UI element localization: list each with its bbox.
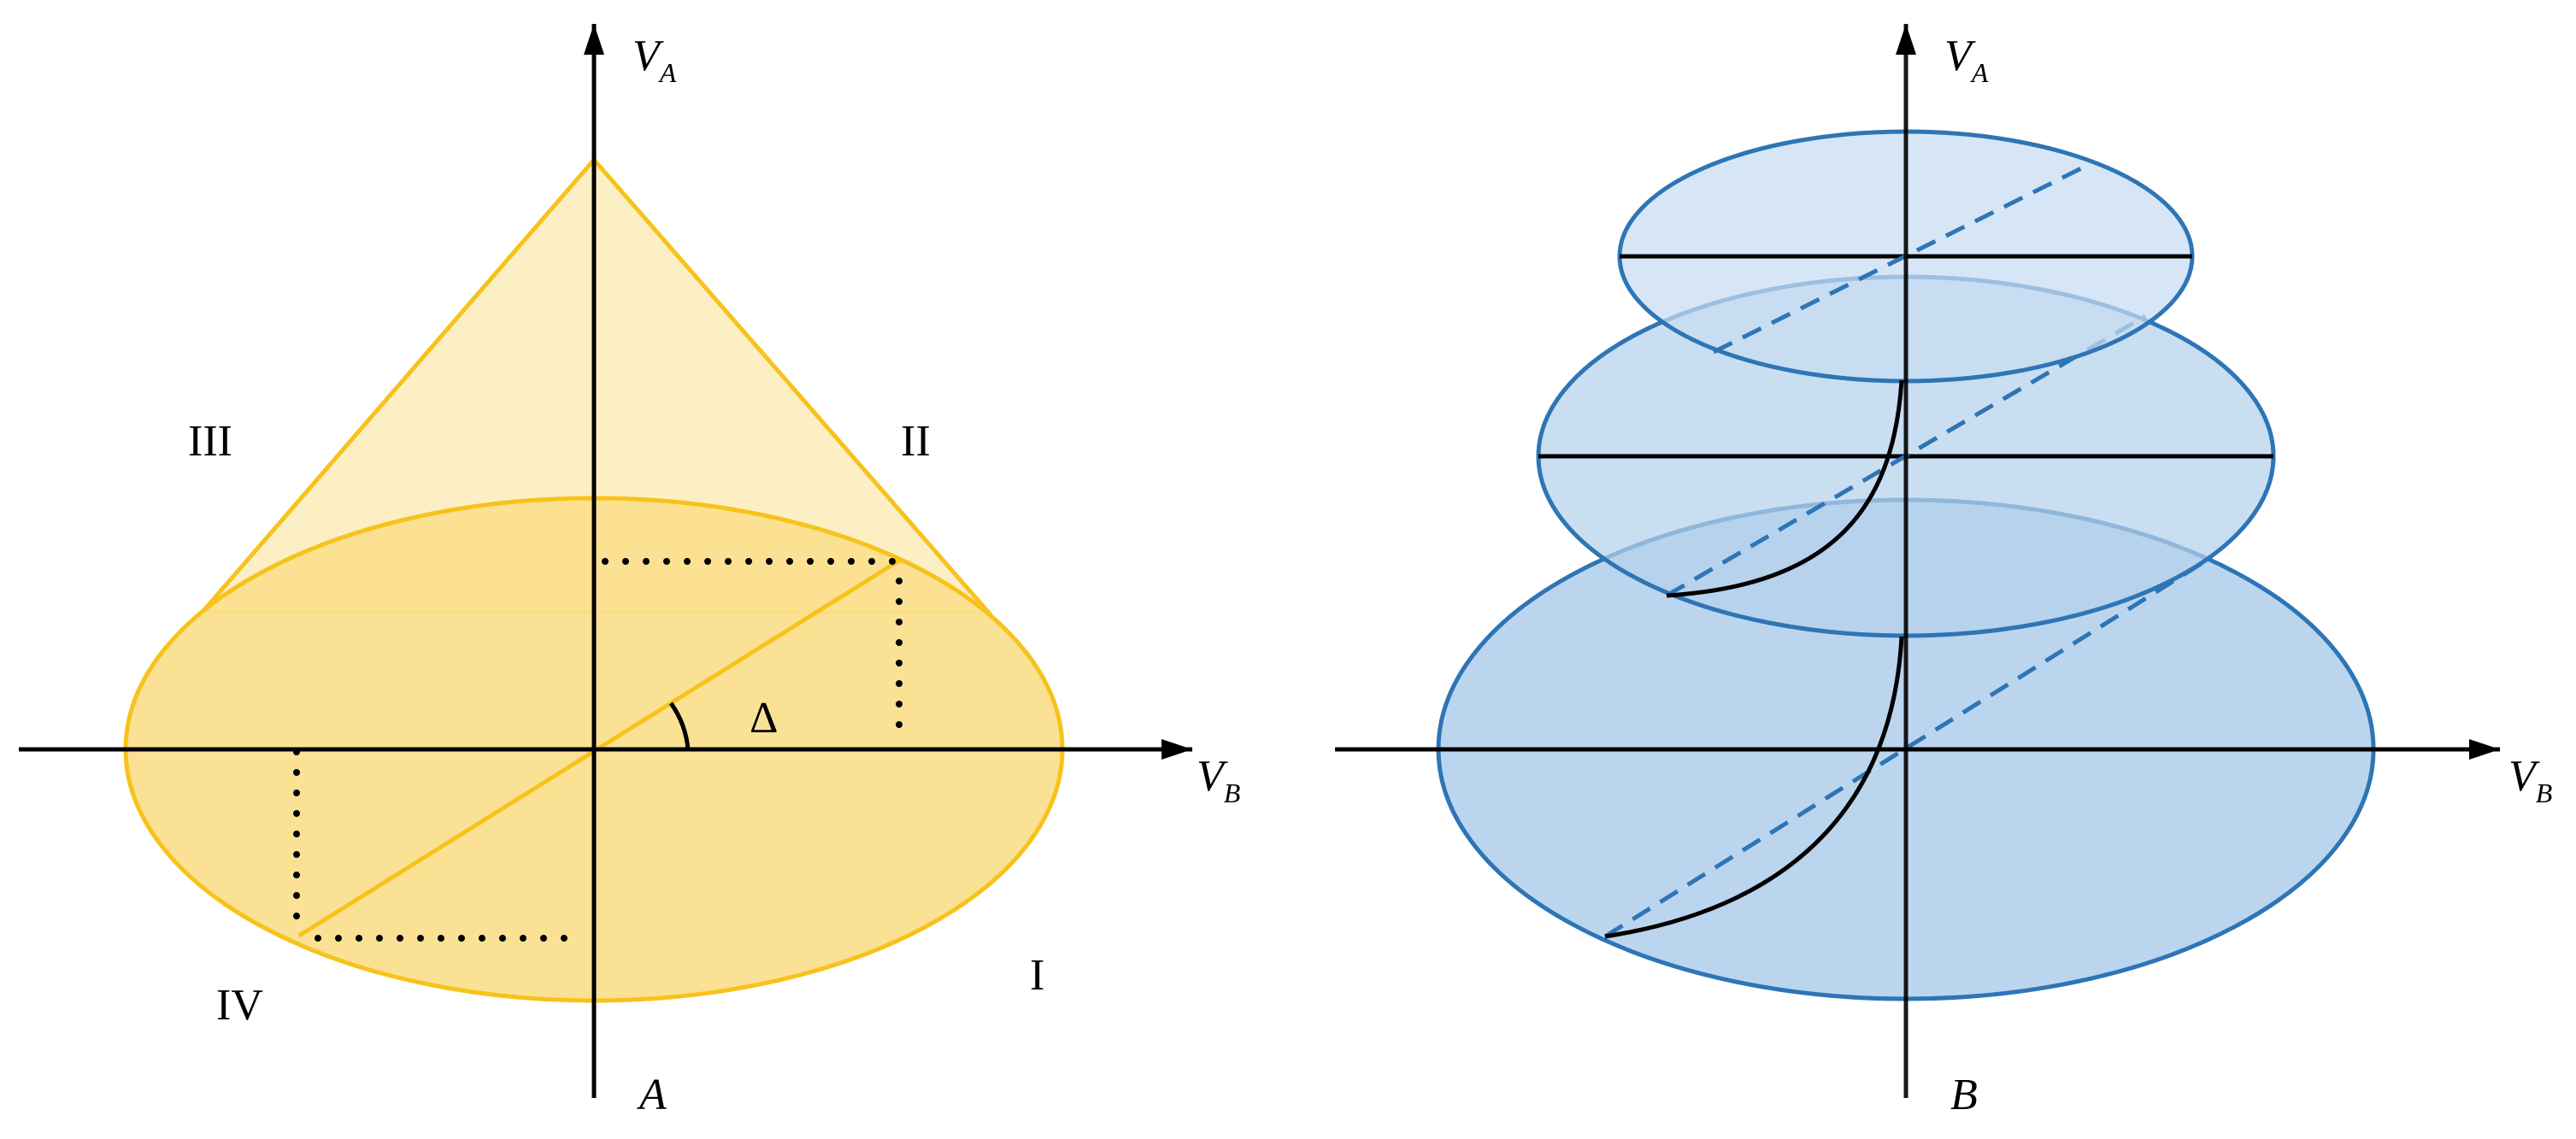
trajectory-curve-lower	[1604, 636, 1904, 939]
axis-label-va: VA	[632, 32, 677, 88]
panel-b-stacked-disks: VA VB B	[1335, 24, 2552, 1119]
trajectory-curve-upper	[1666, 379, 1904, 598]
angle-label-delta: Δ	[750, 694, 778, 743]
quadrant-label-iii: III	[188, 417, 232, 466]
panel-label-b: B	[1950, 1071, 1978, 1119]
quadrant-label-ii: II	[901, 417, 931, 466]
disk-bottom-dashed-diameter	[1603, 557, 2209, 939]
axis-label-vb: VB	[2508, 752, 2552, 808]
quadrant-label-iv: IV	[216, 981, 263, 1030]
axis-label-va: VA	[1944, 32, 1989, 88]
angle-arc	[668, 702, 691, 750]
quadrant-label-i: I	[1030, 951, 1044, 1000]
axis-label-vb: VB	[1197, 752, 1240, 808]
panel-label-a: A	[637, 1071, 667, 1119]
disk-top-dashed-diameter	[1712, 161, 2091, 355]
panel-a-cone-diagram: VA VB I II III IV Δ A	[19, 24, 1240, 1119]
